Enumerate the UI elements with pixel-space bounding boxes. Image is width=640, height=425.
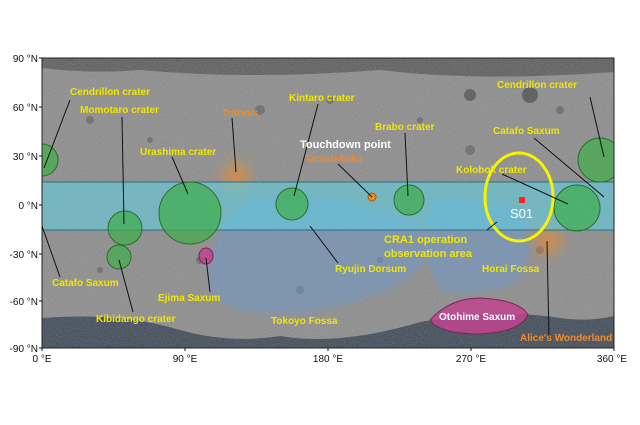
alice-region [534, 227, 562, 255]
label-tamatebako: Tamatebako [305, 154, 363, 165]
kintaro-crater [275, 187, 309, 221]
lon-label: 90 °E [173, 354, 198, 365]
leader-kolobok [501, 173, 569, 205]
label-urashima: Urashima crater [140, 147, 216, 158]
lon-label: 0 °E [32, 354, 51, 365]
label-cra1-line2: observation area [384, 248, 473, 260]
feature-labels: Cendrillon crater Cendrillon crater Trit… [52, 80, 612, 344]
label-tritonis: Tritonis [222, 108, 259, 119]
label-momotaro: Momotaro crater [80, 105, 159, 116]
lat-label: -30 °N [10, 250, 38, 261]
kibidango-crater [106, 244, 132, 270]
label-s01: S01 [510, 206, 533, 221]
lat-ticks [39, 57, 42, 349]
label-cendrillon-left: Cendrillon crater [70, 87, 150, 98]
leader-tritonis [231, 117, 237, 173]
cendrillon-right-crater [577, 137, 614, 183]
leader-catafo-left [41, 225, 61, 278]
label-kintaro: Kintaro crater [289, 93, 355, 104]
momotaro-crater [107, 210, 143, 246]
otohime-saxum [429, 297, 529, 335]
lon-label: 270 °E [456, 354, 486, 365]
leader-ryujin [309, 225, 339, 264]
leader-urashima [171, 156, 189, 195]
label-ejima: Ejima Saxum [158, 293, 220, 304]
lat-label: -60 °N [10, 297, 38, 308]
label-brabo: Brabo crater [375, 122, 435, 133]
label-horai: Horai Fossa [482, 264, 540, 275]
label-touchdown: Touchdown point [300, 139, 391, 151]
lat-label: 60 °N [13, 103, 38, 114]
lon-ticks [41, 348, 615, 351]
lat-label: 30 °N [13, 152, 38, 163]
lon-axis: 0 °E 90 °E 180 °E 270 °E 360 °E [32, 354, 627, 365]
leader-alice [546, 240, 550, 339]
label-ryujin: Ryujin Dorsum [335, 264, 406, 275]
leader-brabo [404, 132, 409, 197]
label-tokoyo: Tokoyo Fossa [271, 316, 338, 327]
label-otohime: Otohime Saxum [439, 312, 515, 323]
cendrillon-left-crater [42, 143, 59, 177]
lat-axis: 90 °N 60 °N 30 °N 0 °N -30 °N -60 °N -90… [10, 54, 38, 355]
label-alice: Alice's Wonderland [520, 333, 612, 344]
label-cra1-line1: CRA1 operation [384, 234, 467, 246]
pink-saxa [198, 247, 529, 335]
s01-marker [519, 197, 525, 203]
label-kolobok: Kolobok crater [456, 165, 527, 176]
brabo-crater [393, 184, 425, 216]
kolobok-crater [553, 184, 601, 232]
map-surface [42, 58, 614, 348]
leader-catafo-right [533, 137, 605, 198]
lon-label: 360 °E [597, 354, 627, 365]
leader-ejima [205, 257, 211, 293]
leader-kibidango [118, 259, 134, 313]
lat-label: -90 °N [10, 344, 38, 355]
ejima-saxum [198, 247, 214, 265]
urashima-crater [158, 181, 222, 245]
leader-lines [41, 96, 605, 339]
label-catafo-right: Catafo Saxum [493, 126, 560, 137]
leader-cendrillon-left [43, 99, 71, 169]
leader-cra1 [486, 221, 498, 231]
label-cendrillon-right: Cendrillon crater [497, 80, 577, 91]
leader-momotaro [121, 116, 125, 225]
label-kibidango: Kibidango crater [96, 314, 176, 325]
label-catafo-left: Catafo Saxum [52, 278, 119, 289]
leader-kintaro [293, 103, 319, 197]
lat-label: 0 °N [18, 201, 38, 212]
leader-cendrillon-right [589, 96, 605, 158]
lat-label: 90 °N [13, 54, 38, 65]
leader-tamatebako [337, 163, 373, 198]
lon-label: 180 °E [313, 354, 343, 365]
green-craters [42, 137, 614, 270]
